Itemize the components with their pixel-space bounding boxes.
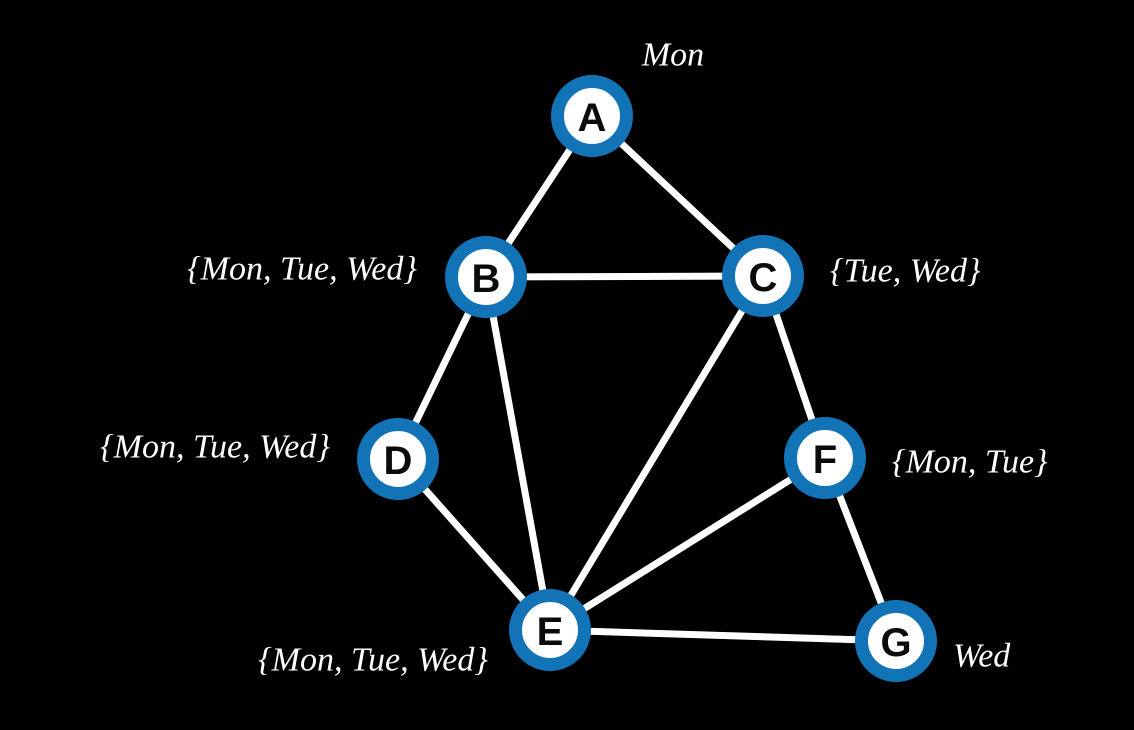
- node-circle-A: [551, 75, 633, 157]
- node-A: A: [551, 75, 633, 157]
- node-D: D: [357, 418, 439, 500]
- domain-label-D: {Mon, Tue, Wed}: [100, 429, 330, 466]
- node-circle-E: [509, 589, 591, 671]
- domain-label-F: {Mon, Tue}: [892, 444, 1048, 481]
- node-circle-D: [357, 418, 439, 500]
- node-letter-F: F: [813, 438, 837, 482]
- node-letter-D: D: [384, 439, 413, 483]
- node-F: F: [784, 417, 866, 499]
- node-letter-C: C: [749, 256, 778, 300]
- node-C: C: [722, 235, 804, 317]
- edge-E-G: [546, 626, 900, 645]
- domain-label-C: {Tue, Wed}: [830, 253, 981, 290]
- node-circle-B: [445, 236, 527, 318]
- domain-label-A: Mon: [641, 37, 704, 74]
- node-letter-E: E: [537, 610, 564, 654]
- edge-B-C: [482, 272, 767, 281]
- node-letter-A: A: [578, 96, 607, 140]
- domain-label-B: {Mon, Tue, Wed}: [187, 251, 417, 288]
- node-B: B: [445, 236, 527, 318]
- node-E: E: [509, 589, 591, 671]
- node-circle-C: [722, 235, 804, 317]
- node-letter-G: G: [880, 621, 911, 665]
- edge-B-E: [482, 273, 554, 634]
- edge-E-F: [546, 454, 829, 634]
- node-letter-B: B: [472, 257, 501, 301]
- edge-C-E: [546, 272, 767, 634]
- node-circle-G: [855, 600, 937, 682]
- node-G: G: [855, 600, 937, 682]
- domain-label-E: {Mon, Tue, Wed}: [258, 642, 488, 679]
- node-circle-F: [784, 417, 866, 499]
- domain-label-G: Wed: [953, 638, 1011, 675]
